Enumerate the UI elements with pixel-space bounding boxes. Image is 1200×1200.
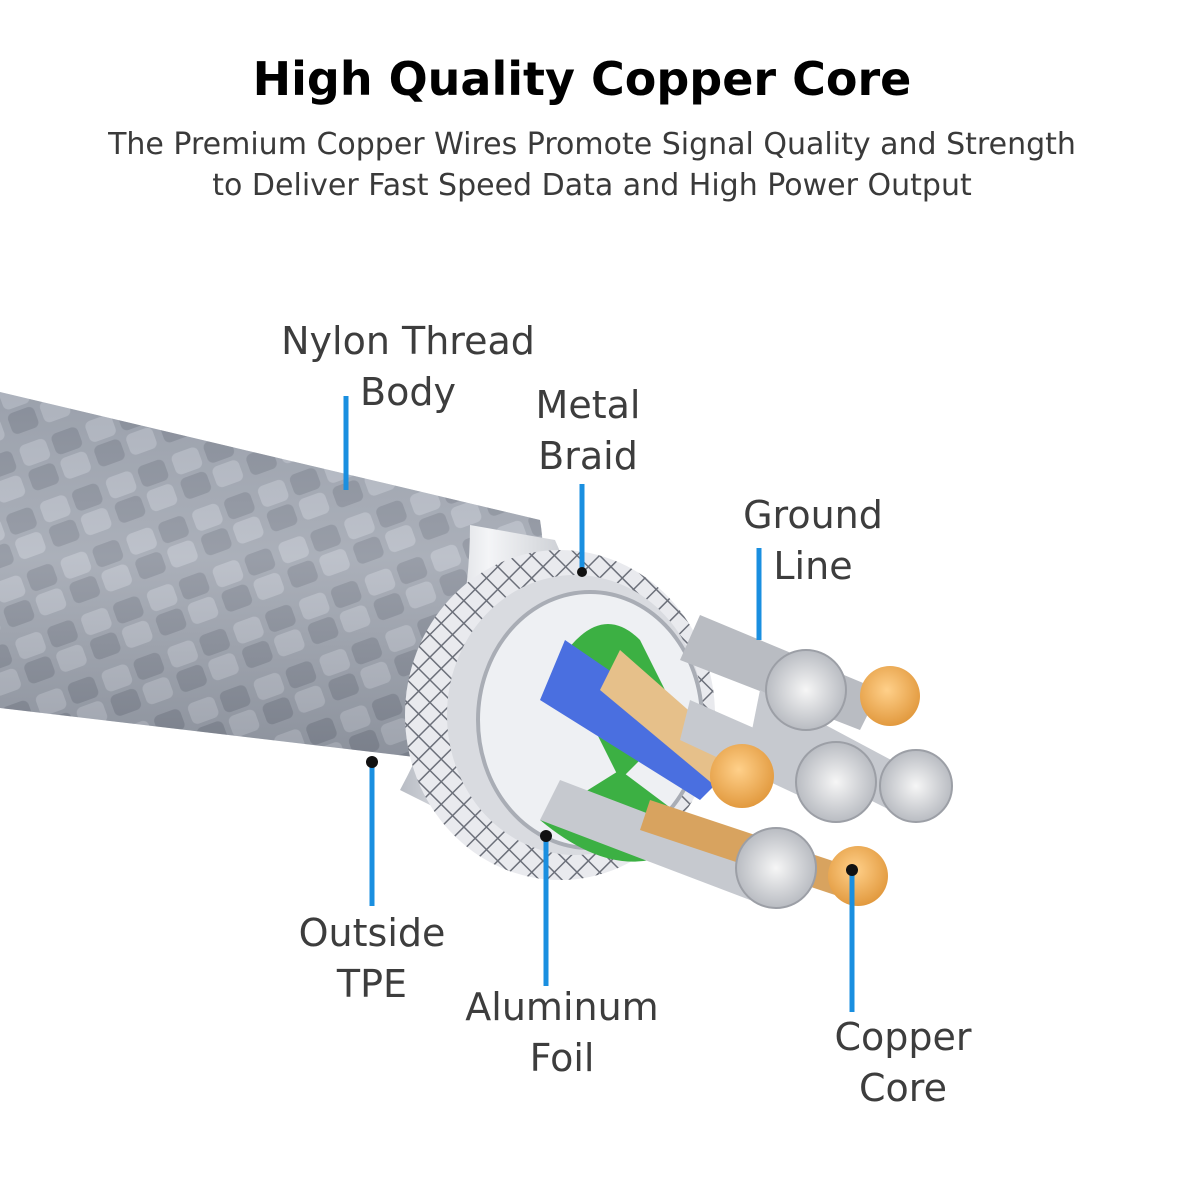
- callout-nylon-thread-body: Nylon Thread Body: [268, 316, 548, 418]
- subheadline: The Premium Copper Wires Promote Signal …: [60, 124, 1124, 206]
- callout-copper-core: Copper Core: [818, 1012, 988, 1114]
- callout-aluminum-foil: Aluminum Foil: [452, 982, 672, 1084]
- callout-outside-tpe: Outside TPE: [288, 908, 456, 1010]
- callout-nylon-line-2: Body: [360, 370, 456, 414]
- callout-copper-line-2: Core: [859, 1066, 947, 1110]
- leader-dots: [366, 567, 858, 876]
- headline: High Quality Copper Core: [252, 52, 912, 106]
- callout-metal-braid: Metal Braid: [508, 380, 668, 482]
- subheadline-line-1: The Premium Copper Wires Promote Signal …: [108, 127, 1076, 162]
- nylon-jacket: [0, 392, 543, 760]
- callout-aluminum-line-1: Aluminum: [465, 985, 659, 1029]
- ground-line-strands: [735, 649, 953, 909]
- callout-outside-line-1: Outside: [298, 911, 446, 955]
- callout-ground-line: Ground Line: [728, 490, 898, 592]
- callout-nylon-line-1: Nylon Thread: [281, 319, 535, 363]
- callout-aluminum-line-2: Foil: [529, 1036, 595, 1080]
- callout-outside-line-2: TPE: [336, 962, 408, 1006]
- callout-ground-line-1: Ground: [743, 493, 883, 537]
- callout-metal-line-2: Braid: [538, 434, 638, 478]
- copper-core-ends: [710, 666, 920, 906]
- leader-lines: [343, 396, 855, 1012]
- callout-ground-line-2: Line: [773, 544, 853, 588]
- subheadline-line-2: to Deliver Fast Speed Data and High Powe…: [212, 168, 972, 203]
- callout-metal-line-1: Metal: [535, 383, 641, 427]
- callout-copper-line-1: Copper: [834, 1015, 972, 1059]
